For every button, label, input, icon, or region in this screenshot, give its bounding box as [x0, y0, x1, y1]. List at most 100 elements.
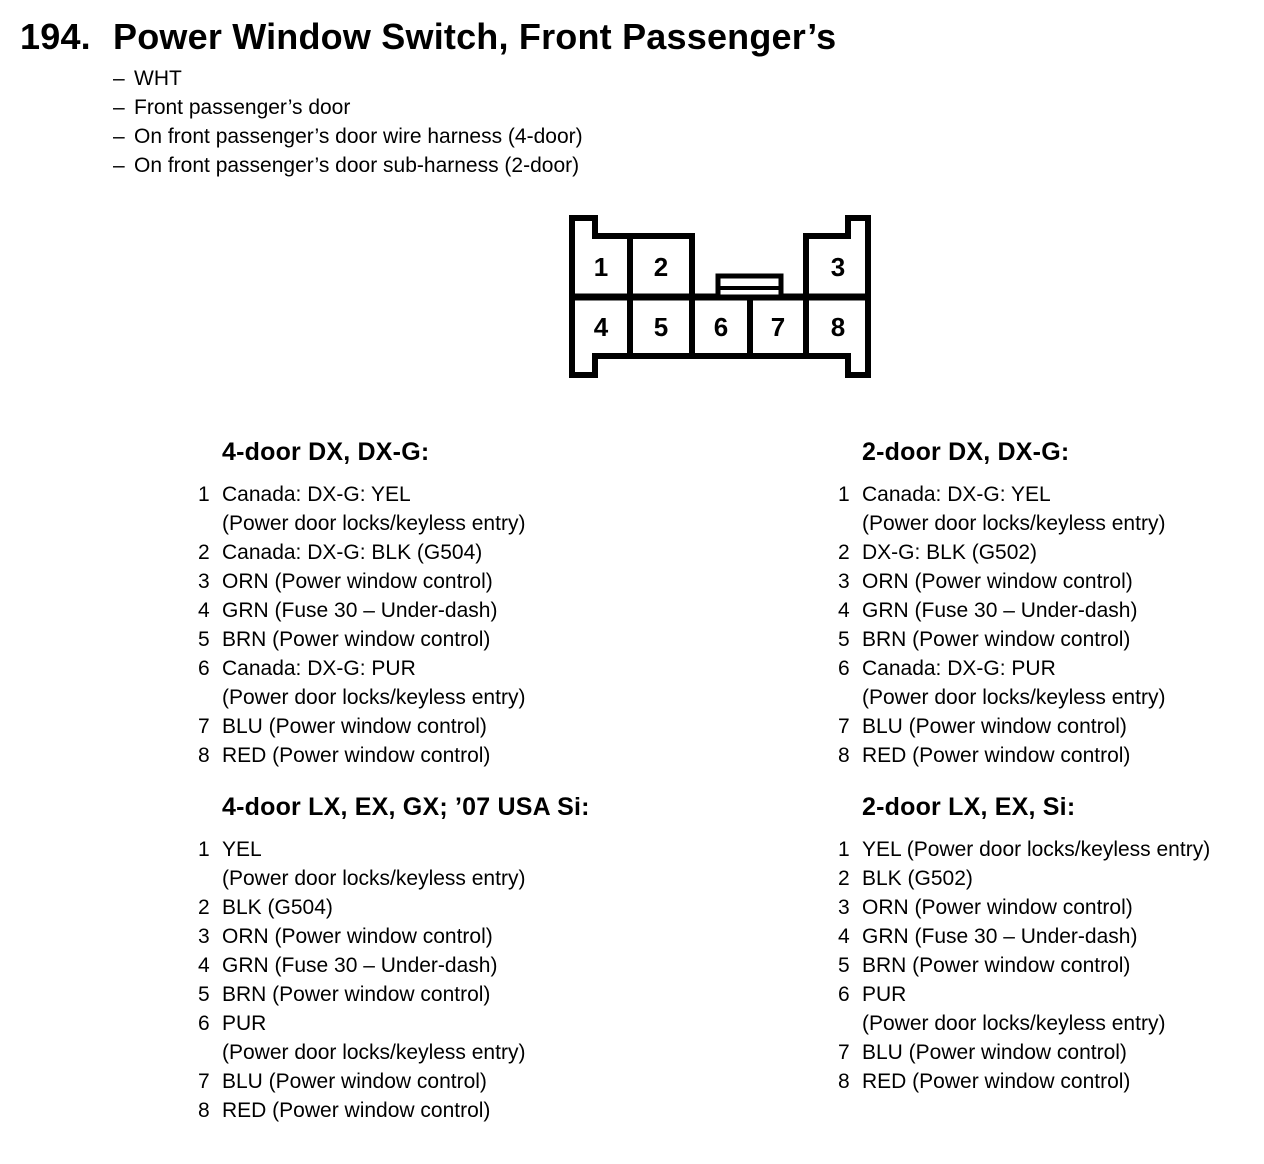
pin-number: 1 — [838, 483, 850, 506]
pin-number: 1 — [838, 838, 850, 861]
pin-description-line: GRN (Fuse 30 – Under-dash) — [862, 599, 1138, 622]
note-item: – On front passenger’s door wire harness… — [113, 122, 583, 151]
pin-number: 8 — [838, 744, 850, 767]
pin-number: 7 — [198, 1070, 210, 1093]
note-item: – WHT — [113, 64, 583, 93]
pin-description-line: ORN (Power window control) — [222, 925, 493, 948]
note-text: On front passenger’s door wire harness (… — [134, 125, 583, 148]
pin-number: 6 — [838, 983, 850, 1006]
pin-description: DX-G: BLK (G502) — [862, 538, 1264, 567]
pin-description-line: RED (Power window control) — [222, 1099, 491, 1122]
figure-title: Power Window Switch, Front Passenger’s — [113, 16, 837, 57]
pin-description-line: RED (Power window control) — [862, 1070, 1131, 1093]
connector-svg: 1 2 3 4 5 6 7 8 — [569, 215, 871, 378]
pin-description-line: (Power door locks/keyless entry) — [222, 1041, 526, 1064]
pin-description: GRN (Fuse 30 – Under-dash) — [222, 596, 668, 625]
pin-description-line: (Power door locks/keyless entry) — [862, 686, 1166, 709]
pin-description: Canada: DX-G: PUR(Power door locks/keyle… — [222, 654, 668, 712]
pin-description: BRN (Power window control) — [222, 980, 668, 1009]
pin-description: BLU (Power window control) — [222, 712, 668, 741]
pin-description-line: BLU (Power window control) — [222, 1070, 487, 1093]
pin-number: 2 — [838, 867, 850, 890]
pin-description-line: YEL — [222, 838, 262, 861]
pin-number: 8 — [198, 1099, 210, 1122]
pin-number: 6 — [198, 1012, 210, 1035]
pin-description-line: BRN (Power window control) — [862, 954, 1131, 977]
pin-row: 2 DX-G: BLK (G502) — [838, 538, 1264, 567]
pin-row: 6 Canada: DX-G: PUR(Power door locks/keyl… — [838, 654, 1264, 712]
pin-cell-6: 6 — [714, 312, 728, 342]
bullet-dash: – — [113, 125, 125, 148]
pin-description: PUR(Power door locks/keyless entry) — [222, 1009, 668, 1067]
pin-description: Canada: DX-G: PUR(Power door locks/keyle… — [862, 654, 1264, 712]
pin-cell-7: 7 — [771, 312, 785, 342]
pin-row: 1 Canada: DX-G: YEL (Power door locks/keyl… — [838, 480, 1264, 538]
pin-description: Canada: DX-G: YEL (Power door locks/keyle… — [862, 480, 1264, 538]
pin-number: 8 — [198, 744, 210, 767]
notes-list: – WHT – Front passenger’s door – On fron… — [113, 64, 583, 180]
pin-description-line: BRN (Power window control) — [222, 983, 491, 1006]
section-title: 4-door DX, DX-G: — [222, 438, 430, 466]
bullet-dash: – — [113, 96, 125, 119]
pin-description-line: GRN (Fuse 30 – Under-dash) — [222, 954, 498, 977]
note-item: – On front passenger’s door sub-harness … — [113, 151, 583, 180]
pin-description-line: (Power door locks/keyless entry) — [222, 867, 526, 890]
pin-row: 8 RED (Power window control) — [198, 1096, 668, 1125]
pin-description-line: ORN (Power window control) — [222, 570, 493, 593]
bullet-dash: – — [113, 154, 125, 177]
pin-row: 7 BLU (Power window control) — [198, 712, 668, 741]
pin-description: BLU (Power window control) — [222, 1067, 668, 1096]
pin-description-line: RED (Power window control) — [862, 744, 1131, 767]
pin-description: PUR(Power door locks/keyless entry) — [862, 980, 1264, 1038]
pin-row: 3 ORN (Power window control) — [198, 922, 668, 951]
pin-description-line: Canada: DX-G: YEL — [862, 483, 1051, 506]
pin-number: 2 — [838, 541, 850, 564]
pin-description: GRN (Fuse 30 – Under-dash) — [862, 596, 1264, 625]
pin-number: 5 — [838, 628, 850, 651]
pin-number: 8 — [838, 1070, 850, 1093]
pin-row: 5 BRN (Power window control) — [838, 951, 1264, 980]
pin-number: 7 — [198, 715, 210, 738]
pin-cell-1: 1 — [594, 252, 608, 282]
pin-number: 6 — [838, 657, 850, 680]
pin-description-line: (Power door locks/keyless entry) — [222, 512, 526, 535]
pin-number: 3 — [198, 925, 210, 948]
pin-description-line: RED (Power window control) — [222, 744, 491, 767]
pin-number: 5 — [838, 954, 850, 977]
pin-row: 6 Canada: DX-G: PUR(Power door locks/keyl… — [198, 654, 668, 712]
pin-description-line: BRN (Power window control) — [222, 628, 491, 651]
section-2door-dx-dxg: 2-door DX, DX-G: 1 Canada: DX-G: YEL (Power… — [838, 437, 1264, 770]
pin-row: 8 RED (Power window control) — [838, 1067, 1264, 1096]
pin-description-line: GRN (Fuse 30 – Under-dash) — [222, 599, 498, 622]
pin-description-line: (Power door locks/keyless entry) — [222, 686, 526, 709]
pin-description: BLK (G504) — [222, 893, 668, 922]
pin-number: 4 — [838, 599, 850, 622]
pin-description-line: BLU (Power window control) — [222, 715, 487, 738]
pin-description-line: BLU (Power window control) — [862, 1041, 1127, 1064]
pin-row: 7 BLU (Power window control) — [838, 1038, 1264, 1067]
pin-description-line: (Power door locks/keyless entry) — [862, 512, 1166, 535]
pin-number: 6 — [198, 657, 210, 680]
pin-row: 8 RED (Power window control) — [198, 741, 668, 770]
pin-description-line: Canada: DX-G: YEL — [222, 483, 411, 506]
pin-number: 7 — [838, 1041, 850, 1064]
section-title: 2-door DX, DX-G: — [862, 438, 1070, 466]
note-text: On front passenger’s door sub-harness (2… — [134, 154, 580, 177]
pin-description: ORN (Power window control) — [862, 567, 1264, 596]
pin-number: 3 — [838, 896, 850, 919]
pin-number: 4 — [838, 925, 850, 948]
pin-description: RED (Power window control) — [222, 741, 668, 770]
note-text: Front passenger’s door — [134, 96, 351, 119]
pin-cell-2: 2 — [654, 252, 668, 282]
note-text: WHT — [134, 67, 182, 90]
